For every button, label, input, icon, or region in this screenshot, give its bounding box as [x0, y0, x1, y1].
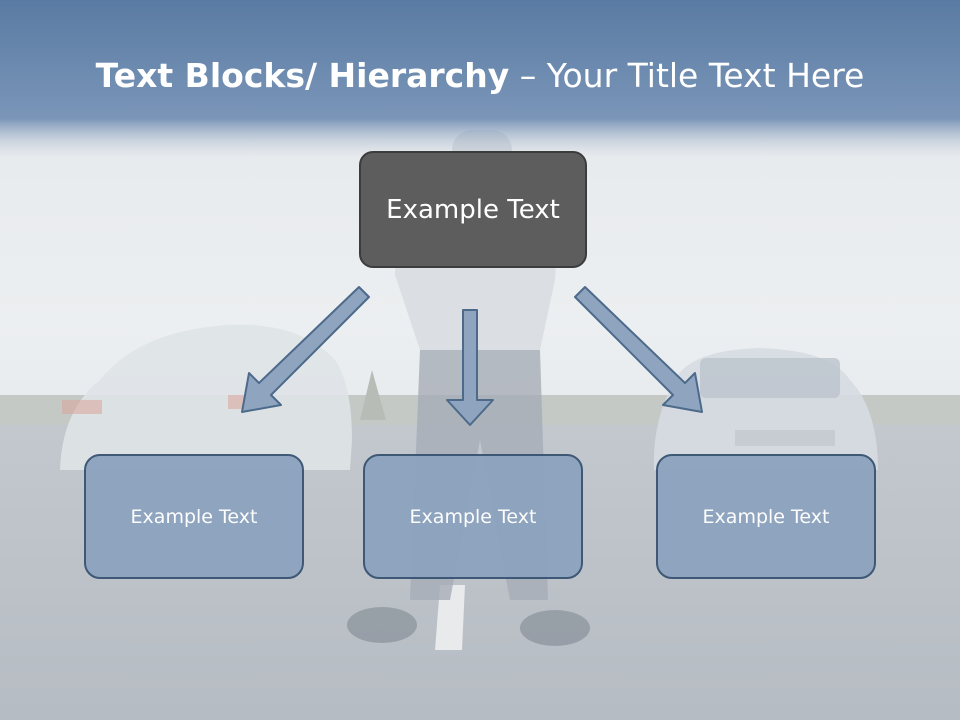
slide-title: Text Blocks/ Hierarchy – Your Title Text… — [0, 54, 960, 98]
arrow-down-icon — [446, 309, 494, 426]
child-text-block-left[interactable]: Example Text — [84, 454, 304, 579]
arrow-left-icon — [241, 286, 370, 413]
arrow-right-icon — [574, 286, 703, 413]
top-text-block[interactable]: Example Text — [359, 151, 587, 268]
title-dash: – — [509, 56, 547, 95]
child-text-block-center[interactable]: Example Text — [363, 454, 583, 579]
title-bold-part: Text Blocks/ Hierarchy — [95, 56, 510, 95]
child-text-block-right[interactable]: Example Text — [656, 454, 876, 579]
title-rest: Your Title Text Here — [546, 56, 865, 95]
